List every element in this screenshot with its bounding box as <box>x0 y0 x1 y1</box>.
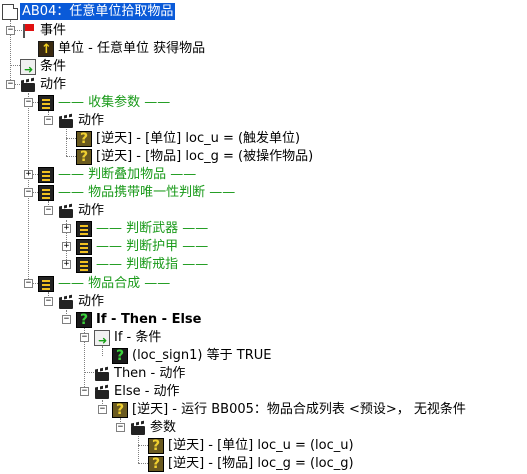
weapon-comment-label: —— 判断武器 —— <box>96 221 209 236</box>
collapse-toggle-params[interactable]: − <box>116 422 125 432</box>
trigger-title[interactable]: AB04：任意单位拾取物品 <box>20 3 176 20</box>
collapse-toggle-actions[interactable]: − <box>6 79 15 89</box>
param-loc-u-label: [逆天] - [单位] loc_u = (loc_u) <box>168 438 354 453</box>
unique-actions-label: 动作 <box>78 203 105 218</box>
comment-icon <box>38 184 54 201</box>
conditions-icon <box>20 58 36 79</box>
clapperboard-icon <box>130 420 146 436</box>
tree-node-param-loc-u[interactable]: [逆天] - [单位] loc_u = (loc_u) <box>148 436 356 456</box>
collapse-toggle-unique-actions[interactable]: − <box>44 205 53 215</box>
set-loc-g-label: [逆天] - [物品] loc_g = (被操作物品) <box>96 149 314 164</box>
custom-action-icon <box>76 130 92 149</box>
tree-node-condition-expr[interactable]: (loc_sign1) 等于 TRUE <box>112 346 273 366</box>
armor-comment-label: —— 判断护甲 —— <box>96 239 209 254</box>
expand-toggle-weapon[interactable]: + <box>62 223 71 233</box>
tree-node-unique-actions[interactable]: 动作 <box>58 201 106 220</box>
comment-icon <box>76 220 92 237</box>
condition-expr-label: (loc_sign1) 等于 TRUE <box>132 348 272 363</box>
tree-node-params[interactable]: 参数 <box>130 418 178 437</box>
if-then-else-icon <box>76 311 92 330</box>
comment-icon <box>76 238 92 255</box>
tree-node-set-loc-u[interactable]: [逆天] - [单位] loc_u = (触发单位) <box>76 129 302 149</box>
comment-icon <box>38 166 54 183</box>
comment-icon <box>38 275 54 292</box>
tree-node-collect-comment[interactable]: —— 收集参数 —— <box>38 93 172 112</box>
collapse-toggle-run-bb005[interactable]: − <box>98 404 107 414</box>
tree-node-if-conditions[interactable]: If - 条件 <box>94 328 163 350</box>
clapperboard-icon <box>94 366 110 382</box>
tree-node-events[interactable]: 事件 <box>20 21 68 40</box>
combine-actions-label: 动作 <box>78 294 105 309</box>
collect-actions-label: 动作 <box>78 113 105 128</box>
trigger-document-icon <box>2 3 18 20</box>
run-bb005-label: [逆天] - 运行 BB005：物品合成列表 <预设>， 无视条件 <box>132 402 466 417</box>
clapperboard-icon <box>58 203 74 219</box>
if-then-else-label: If - Then - Else <box>96 312 202 327</box>
tree-node-combine-comment[interactable]: —— 物品合成 —— <box>38 274 172 293</box>
tree-node-root[interactable]: AB04：任意单位拾取物品 <box>2 2 176 21</box>
combine-comment-label: —— 物品合成 —— <box>58 276 171 291</box>
tree-node-run-bb005[interactable]: [逆天] - 运行 BB005：物品合成列表 <预设>， 无视条件 <box>112 400 468 420</box>
expand-toggle-ring[interactable]: + <box>62 259 71 269</box>
clapperboard-icon <box>58 113 74 129</box>
comment-icon <box>38 94 54 111</box>
collapse-toggle-if-then-else[interactable]: − <box>62 314 71 324</box>
collapse-toggle-events[interactable]: − <box>6 25 15 35</box>
clapperboard-icon <box>20 77 36 93</box>
collapse-toggle-collect[interactable]: − <box>24 97 33 107</box>
set-loc-u-label: [逆天] - [单位] loc_u = (触发单位) <box>96 131 301 146</box>
clapperboard-icon <box>58 294 74 310</box>
tree-node-param-loc-g[interactable]: [逆天] - [物品] loc_g = (loc_g) <box>148 454 356 474</box>
custom-action-icon <box>148 455 164 474</box>
tree-node-event-item[interactable]: 单位 - 任意单位 获得物品 <box>38 39 207 59</box>
ring-comment-label: —— 判断戒指 —— <box>96 257 209 272</box>
custom-action-icon <box>76 148 92 167</box>
conditions-label: 条件 <box>40 59 67 74</box>
collapse-toggle-if-conditions[interactable]: − <box>80 332 89 342</box>
event-item-label: 单位 - 任意单位 获得物品 <box>58 41 206 56</box>
tree-node-armor-comment[interactable]: —— 判断护甲 —— <box>76 237 210 256</box>
if-conditions-label: If - 条件 <box>114 330 162 345</box>
comment-icon <box>76 256 92 273</box>
collapse-toggle-unique[interactable]: − <box>24 187 33 197</box>
tree-node-combine-actions[interactable]: 动作 <box>58 292 106 311</box>
expand-toggle-armor[interactable]: + <box>62 241 71 251</box>
collapse-toggle-combine-actions[interactable]: − <box>44 296 53 306</box>
unit-event-icon <box>38 40 54 59</box>
tree-node-weapon-comment[interactable]: —— 判断武器 —— <box>76 219 210 238</box>
events-label: 事件 <box>40 23 67 38</box>
collapse-toggle-combine[interactable]: − <box>24 278 33 288</box>
custom-action-icon <box>148 437 164 456</box>
tree-node-then-actions[interactable]: Then - 动作 <box>94 364 187 383</box>
conditions-icon <box>94 329 110 350</box>
custom-action-icon <box>112 401 128 420</box>
tree-node-set-loc-g[interactable]: [逆天] - [物品] loc_g = (被操作物品) <box>76 147 315 167</box>
param-loc-g-label: [逆天] - [物品] loc_g = (loc_g) <box>168 456 354 471</box>
tree-node-conditions[interactable]: 条件 <box>20 57 68 79</box>
actions-label: 动作 <box>40 77 67 92</box>
tree-node-actions[interactable]: 动作 <box>20 75 68 94</box>
params-label: 参数 <box>150 420 177 435</box>
collect-comment-label: —— 收集参数 —— <box>58 95 171 110</box>
tree-node-unique-comment[interactable]: —— 物品携带唯一性判断 —— <box>38 183 237 202</box>
condition-icon <box>112 347 128 366</box>
tree-node-ring-comment[interactable]: —— 判断戒指 —— <box>76 255 210 274</box>
collapse-toggle-else-actions[interactable]: − <box>80 386 89 396</box>
then-actions-label: Then - 动作 <box>114 366 186 381</box>
clapperboard-icon <box>94 384 110 400</box>
tree-node-collect-actions[interactable]: 动作 <box>58 111 106 130</box>
tree-node-stack-comment[interactable]: —— 判断叠加物品 —— <box>38 165 198 184</box>
flag-icon <box>20 23 36 39</box>
stack-comment-label: —— 判断叠加物品 —— <box>58 167 197 182</box>
collapse-toggle-collect-actions[interactable]: − <box>44 115 53 125</box>
unique-comment-label: —— 物品携带唯一性判断 —— <box>58 185 236 200</box>
else-actions-label: Else - 动作 <box>114 384 180 399</box>
expand-toggle-stack[interactable]: + <box>24 169 33 179</box>
tree-node-else-actions[interactable]: Else - 动作 <box>94 382 182 401</box>
tree-node-if-then-else[interactable]: If - Then - Else <box>76 310 203 330</box>
